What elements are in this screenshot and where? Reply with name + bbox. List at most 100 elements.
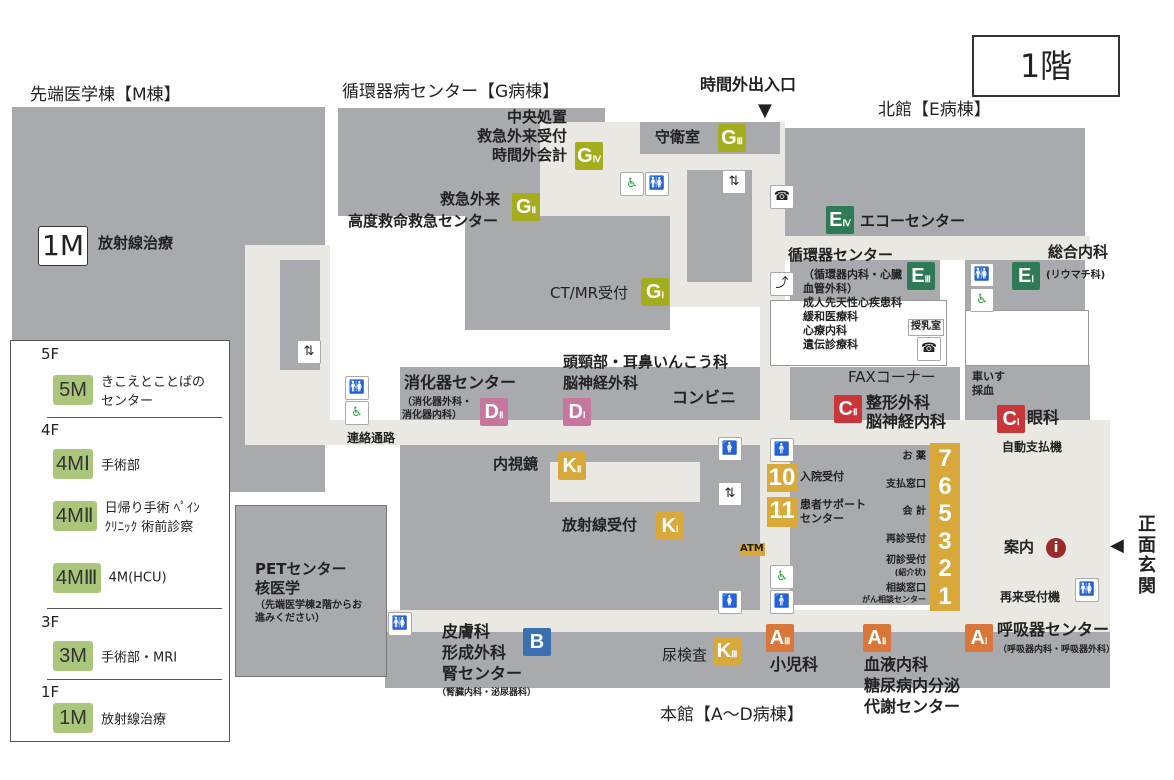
- restroom-icon: 🚻: [645, 172, 669, 196]
- counter-label: 初診受付(紹介状): [886, 555, 926, 577]
- corridor: [760, 236, 1090, 260]
- counter-label: お 薬: [902, 451, 926, 462]
- counter-number: 1: [938, 582, 952, 610]
- accessible-icon: ♿: [970, 288, 994, 312]
- m-building-label: 先端医学棟【M棟】: [30, 85, 181, 105]
- legend-floor: 5F: [41, 345, 60, 363]
- c-building: [790, 367, 960, 420]
- a3-label: 小児科: [770, 655, 819, 674]
- k2-label: 内視鏡: [493, 455, 539, 473]
- divider: [47, 679, 222, 680]
- d2-badge: DⅡ: [480, 398, 508, 426]
- floor-title: 1階: [972, 35, 1120, 97]
- atm-label: ATM: [739, 543, 765, 556]
- counter-label: 会 計: [902, 506, 926, 517]
- counter-number: 3: [938, 527, 952, 555]
- g2-label: 救急外来: [440, 190, 501, 208]
- m-badge: 1M: [38, 226, 88, 266]
- mens-restroom-icon: 🚹: [770, 590, 794, 614]
- pet-note: （先端医学棟2階からお進みください）: [255, 600, 362, 624]
- pet-label: PETセンター核医学: [255, 560, 347, 597]
- d2-label: 消化器センター: [404, 373, 517, 392]
- counter-label: 再診受付: [886, 533, 926, 545]
- elevator-icon: ⇅: [722, 170, 746, 194]
- g4-badge: GⅣ: [575, 142, 603, 170]
- counter-number: 6: [938, 472, 952, 500]
- entrance-arrow-icon: ▼: [758, 100, 772, 121]
- e4-badge: EⅣ: [826, 206, 854, 234]
- g2-badge: GⅡ: [512, 193, 540, 221]
- accessible-toilet-icon: ♿: [620, 172, 644, 196]
- c1-label: 眼科: [1027, 408, 1060, 427]
- admin-counter-11: 11: [767, 497, 797, 527]
- k1-badge: KⅠ: [656, 512, 684, 540]
- main-building-label: 本館【A〜D病棟】: [660, 705, 804, 725]
- entrance-arrow-icon: ◀: [1110, 535, 1124, 556]
- g4-label: 中央処置救急外来受付時間外会計: [476, 108, 567, 164]
- autopay-label: 自動支払機: [1002, 440, 1063, 454]
- restroom-icon: 🚻: [388, 612, 412, 636]
- phone-icon: ☎: [917, 337, 941, 361]
- after-hours-entrance-label: 時間外出入口: [700, 75, 797, 94]
- legend-floor: 1F: [41, 683, 60, 701]
- corridor: [385, 610, 1110, 632]
- accessible-icon: ♿: [770, 565, 794, 589]
- e1-badge: EⅠ: [1012, 262, 1040, 290]
- g1-label: CT/MR受付: [550, 284, 629, 302]
- legend-floor: 4F: [41, 421, 60, 439]
- g-building-label: 循環器病センター【G病棟】: [342, 82, 560, 102]
- k3-badge: KⅢ: [713, 637, 741, 665]
- c2-label: 整形外科脳神経内科: [866, 393, 947, 432]
- e4-label: エコーセンター: [860, 212, 966, 230]
- m-label: 放射線治療: [98, 234, 174, 252]
- counter-column: [930, 443, 960, 611]
- divider: [47, 417, 222, 418]
- accessible-icon: ♿: [345, 401, 369, 425]
- reentry-machine-label: 再来受付機: [1000, 590, 1061, 604]
- b-badge: B: [523, 628, 551, 656]
- k3-label: 尿検査: [662, 646, 708, 664]
- c-building: [965, 365, 1090, 420]
- a1-sub-label: （呼吸器内科・呼吸器外科）: [998, 645, 1116, 655]
- e-building-label: 北館【E病棟】: [878, 100, 991, 120]
- g3-badge: GⅢ: [718, 124, 746, 152]
- womens-restroom-icon: 🚺: [718, 590, 742, 614]
- counter-number: 2: [938, 555, 952, 582]
- counter-label: 支払窓口: [886, 478, 926, 490]
- divider: [47, 608, 222, 609]
- room: [965, 310, 1089, 366]
- k2-badge: KⅡ: [558, 452, 586, 480]
- pet-building: [235, 505, 387, 677]
- elevator-icon: ⇅: [297, 340, 321, 364]
- g-building: [465, 216, 670, 330]
- info-label: 案内: [1004, 538, 1035, 556]
- e1-label: 総合内科: [1048, 243, 1109, 261]
- admin-label: 患者サポートセンター: [800, 498, 866, 525]
- admin-label: 入院受付: [800, 470, 844, 483]
- b-sub-label: （腎臓内科・泌尿器科）: [437, 688, 537, 698]
- convenience-store-label: コンビニ: [672, 388, 737, 407]
- admin-counter-10: 10: [767, 464, 797, 492]
- elevator-icon: ⇅: [718, 482, 742, 506]
- c1-badge: CⅠ: [997, 405, 1025, 433]
- wheelchair-label: 車いす採血: [972, 370, 1005, 397]
- e3-label: 循環器センター: [788, 246, 894, 264]
- d2-sub-label: （消化器外科・消化器内科）: [402, 397, 472, 421]
- e1-sub-label: (リウマチ科): [1046, 270, 1106, 281]
- passage-label: 連絡通路: [347, 431, 396, 445]
- a1-label: 呼吸器センター: [997, 620, 1110, 639]
- g2-label-2: 高度救命救急センター: [348, 212, 499, 230]
- legend-floor: 3F: [41, 613, 60, 631]
- b-label: 皮膚科形成外科腎センター: [442, 622, 523, 683]
- escalator-icon: ⤴: [770, 272, 794, 296]
- main-entrance-label: 正面玄関: [1138, 514, 1156, 598]
- a2-label: 血液内科糖尿病内分泌代謝センター: [864, 655, 961, 716]
- womens-restroom-icon: 🚺: [718, 437, 742, 461]
- k1-label: 放射線受付: [562, 516, 638, 534]
- d1-badge: DⅠ: [563, 398, 591, 426]
- a2-badge: AⅡ: [863, 624, 891, 652]
